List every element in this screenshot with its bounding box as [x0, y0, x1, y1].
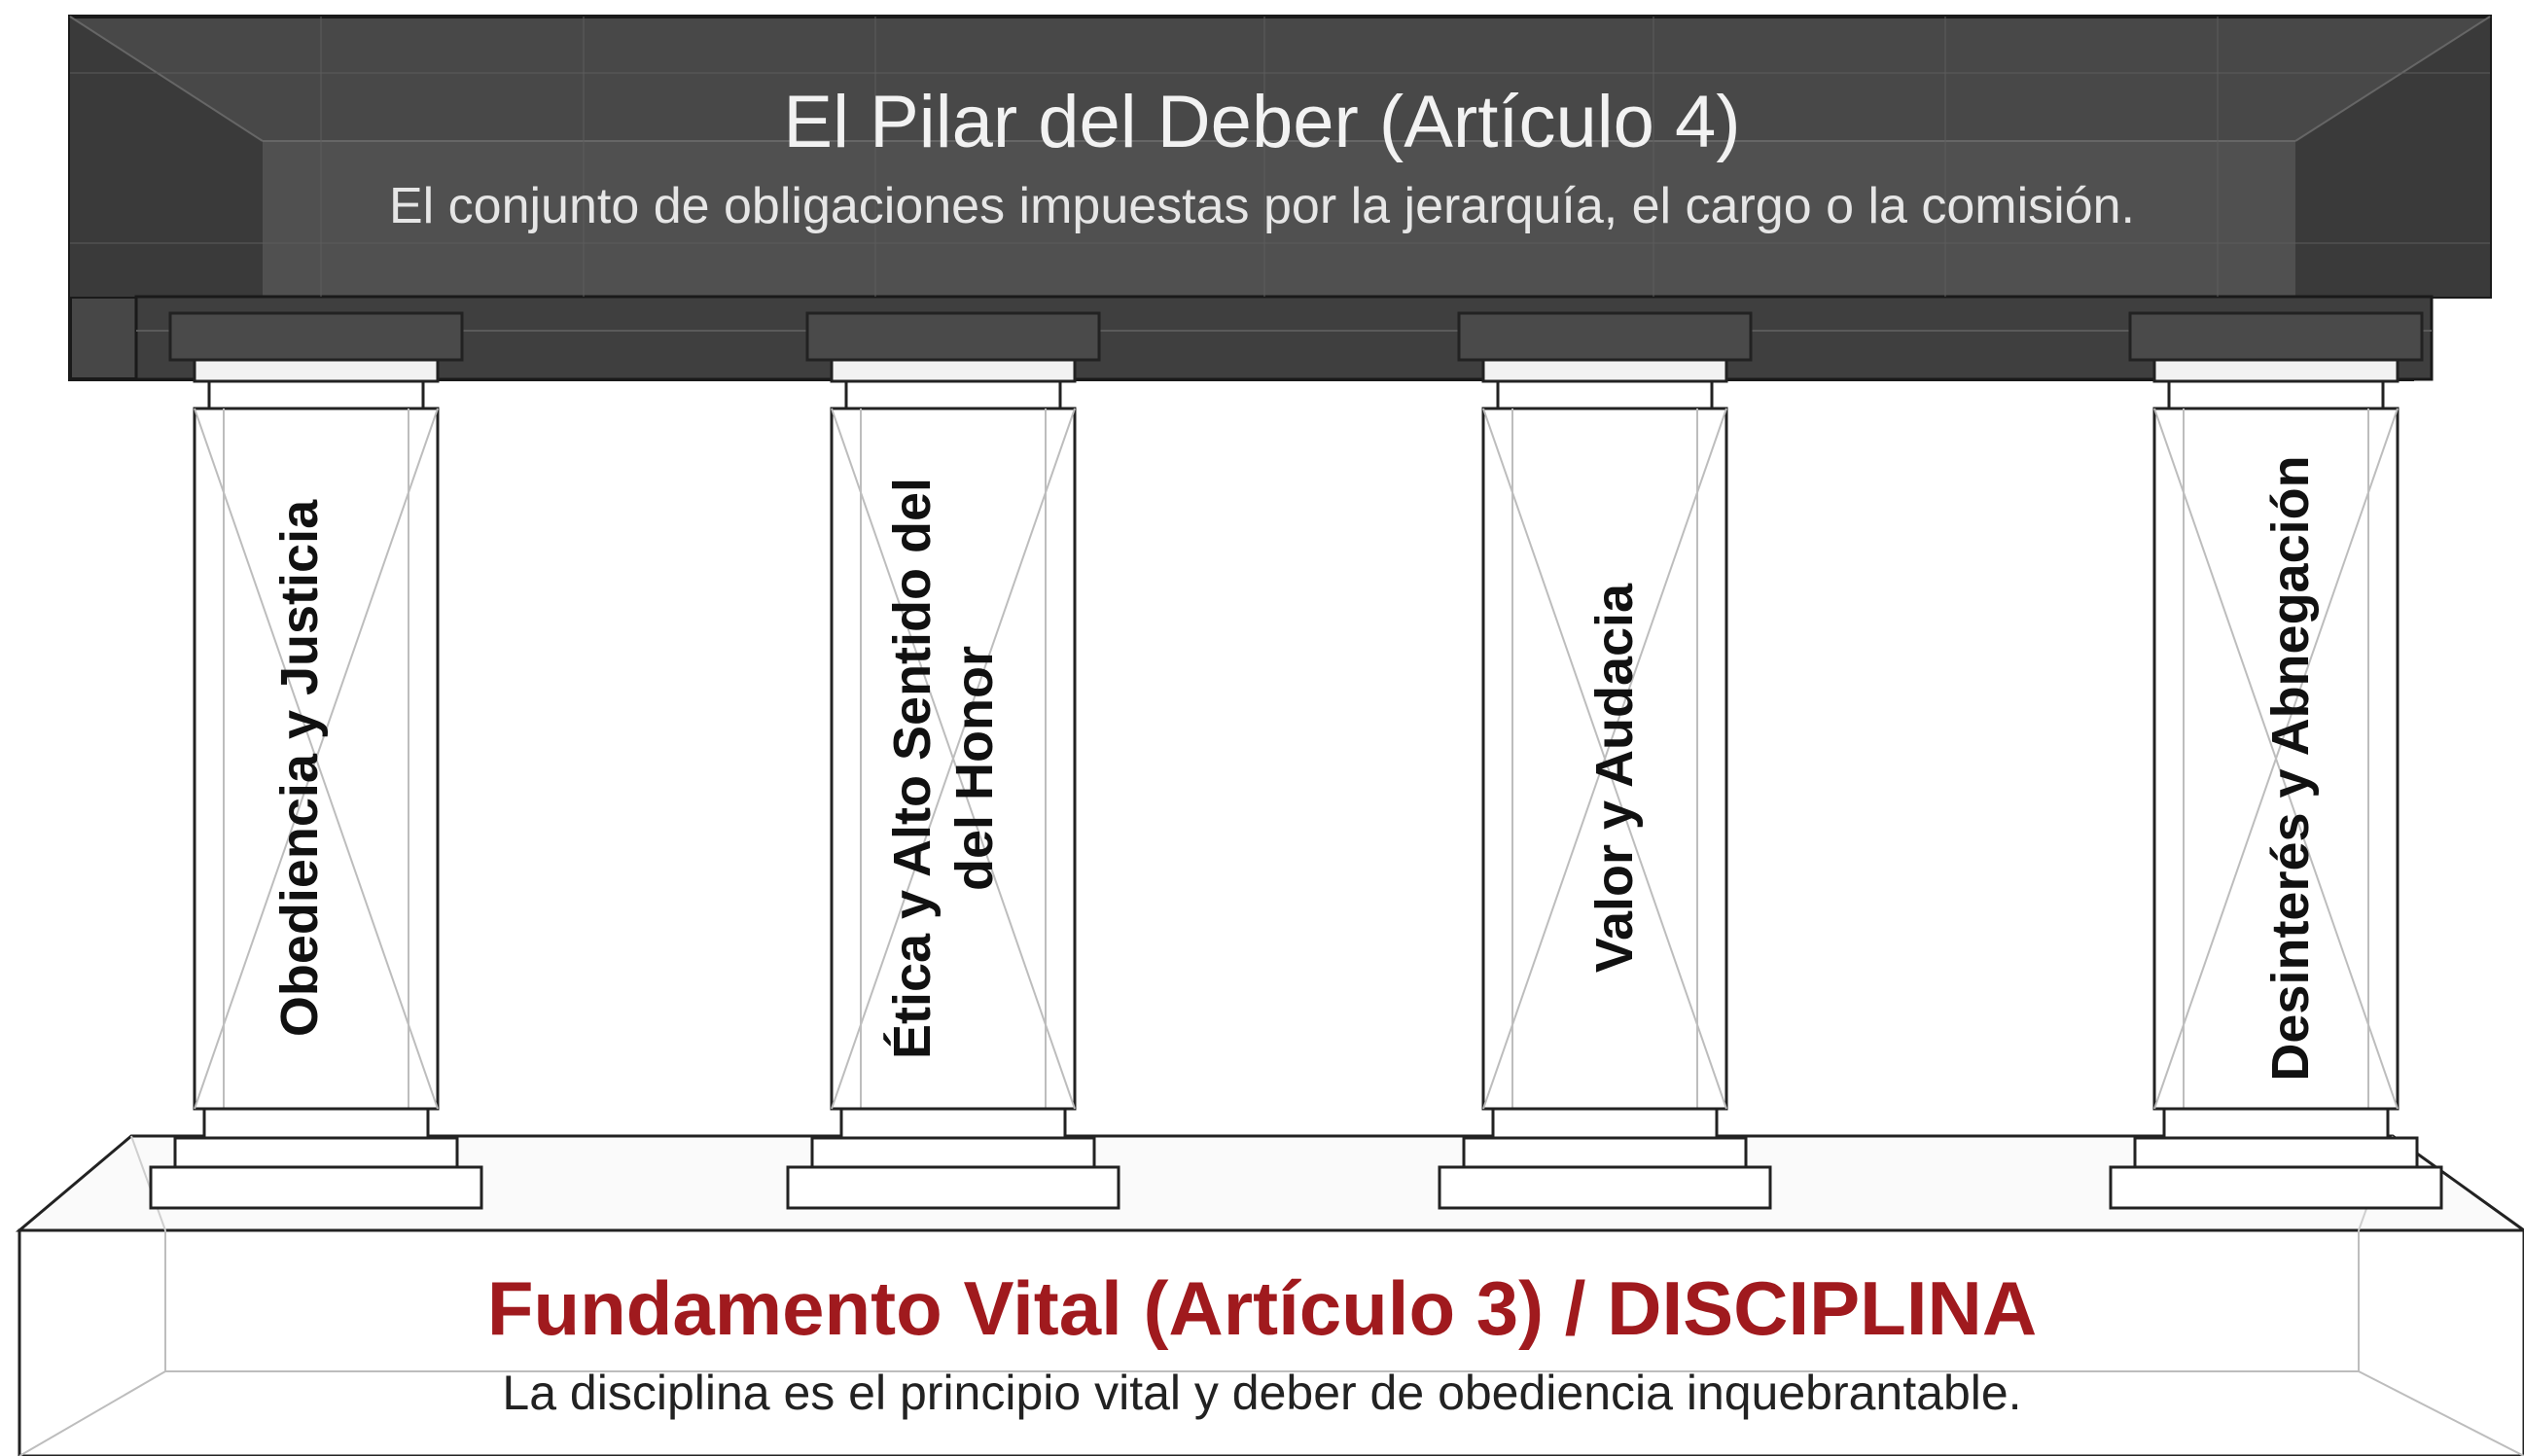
pillar-base-top	[202, 1107, 430, 1140]
pillar-base-top	[2162, 1107, 2390, 1140]
pillar-plinth	[2109, 1165, 2443, 1210]
pillar-capital-low	[844, 379, 1062, 410]
pillar-wire	[2153, 408, 2399, 1110]
pillar-wire	[831, 408, 1076, 1110]
pillar-plinth	[786, 1165, 1120, 1210]
pillar-capital-low	[207, 379, 425, 410]
pillar-capital-low	[2167, 379, 2385, 410]
pillar-3	[1438, 311, 1772, 1210]
pillar-capital-mid	[830, 358, 1077, 383]
pillar-capital-top	[805, 311, 1101, 362]
pillar-capital-top	[2128, 311, 2424, 362]
pillars	[149, 311, 2443, 1210]
pillar-capital-top	[1457, 311, 1753, 362]
pillar-capital-top	[168, 311, 464, 362]
pillar-capital-mid	[193, 358, 440, 383]
pillar-base-mid	[2133, 1136, 2419, 1169]
pillar-label-4: Desinterés y Abnegación	[2261, 455, 2320, 1082]
pillar-base-top	[839, 1107, 1067, 1140]
pillar-base-top	[1491, 1107, 1719, 1140]
pillar-capital-low	[1496, 379, 1714, 410]
pillar-base-mid	[173, 1136, 459, 1169]
pillar-label-1: Obediencia y Justicia	[270, 499, 329, 1038]
pillar-base-mid	[1462, 1136, 1748, 1169]
beam-subtitle: El conjunto de obligaciones impuestas po…	[388, 178, 2135, 234]
beam-title: El Pilar del Deber (Artículo 4)	[783, 81, 1741, 163]
pillar-wire	[194, 408, 439, 1110]
base-title: Fundamento Vital (Artículo 3) / DISCIPLI…	[486, 1265, 2038, 1351]
pillar-plinth	[1438, 1165, 1772, 1210]
entablature-beam	[68, 15, 2492, 381]
pillar-4	[2109, 311, 2443, 1210]
pillar-2	[786, 311, 1120, 1210]
pillar-capital-mid	[1481, 358, 1728, 383]
pillar-base-mid	[810, 1136, 1096, 1169]
pillar-capital-mid	[2152, 358, 2400, 383]
pillar-plinth	[149, 1165, 483, 1210]
pillar-label-2: Ética y Alto Sentido del del Honor	[883, 477, 1004, 1060]
pillar-label-3: Valor y Audacia	[1585, 583, 1644, 974]
base-platform	[15, 1134, 2524, 1456]
pillar-1	[149, 311, 483, 1210]
base-subtitle: La disciplina es el principio vital y de…	[502, 1366, 2022, 1420]
pillar-wire	[1482, 408, 1727, 1110]
